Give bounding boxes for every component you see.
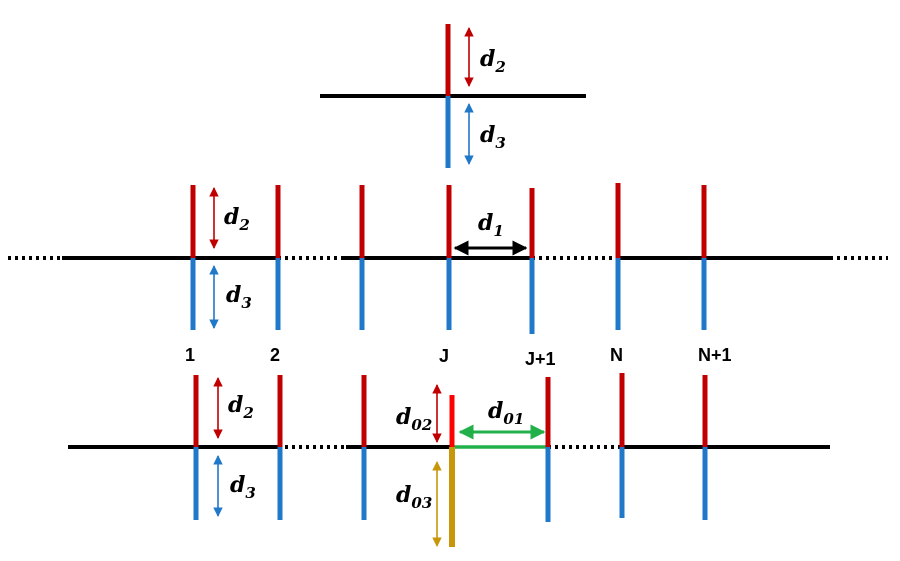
defect-chain-panel: d2 d3 d01 d02 d03 [68,373,830,547]
d2-label: d2 [480,46,506,76]
d2-label: d2 [228,392,254,422]
site-label-n-plus-1: N+1 [698,345,732,365]
site-label-j: J [439,346,449,366]
d3-label: d3 [226,282,252,312]
site-label-n: N [610,345,623,365]
d1-label: d1 [478,210,504,240]
site-label-j-plus-1: J+1 [525,349,556,369]
d03-label: d03 [396,482,432,512]
d3-label: d3 [480,122,506,152]
d02-label: d02 [396,404,432,434]
d01-label: d01 [488,398,524,428]
site-label-2: 2 [270,345,280,365]
d3-label: d3 [230,472,256,502]
periodic-chain-panel: d2 d3 d1 [8,183,888,334]
d2-label: d2 [224,204,250,234]
site-label-1: 1 [185,345,195,365]
site-labels: 1 2 J J+1 N N+1 [185,345,732,369]
single-site-panel: d2 d3 [320,24,586,168]
